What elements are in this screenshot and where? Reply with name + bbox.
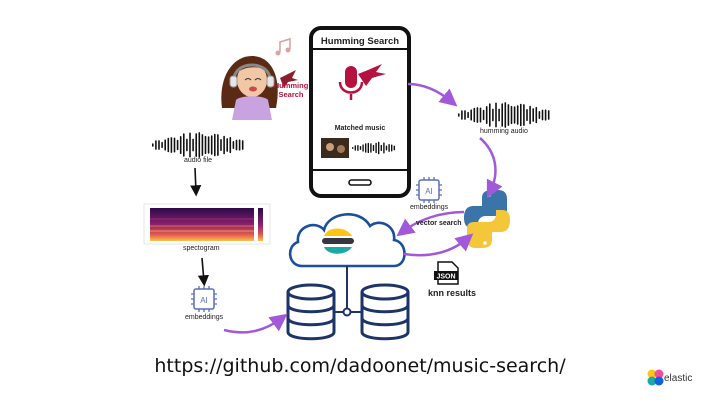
knn-results-label: knn results (428, 288, 477, 298)
ai-chip-label: AI (200, 296, 208, 305)
phone-title: Humming Search (320, 36, 400, 47)
elastic-logo-icon (322, 228, 354, 254)
arrow-cloud-to-python (403, 233, 474, 257)
matched-music-label: Matched music (334, 125, 386, 132)
humming-audio-label: humming audio (480, 128, 528, 135)
arrow-embeddings-to-database (223, 313, 288, 334)
database-icon (286, 283, 336, 341)
girl-with-headphones-icon (221, 56, 278, 120)
spectrogram-icon (143, 203, 271, 245)
ai-chip-icon: AI (191, 286, 217, 312)
python-logo-icon (464, 190, 510, 248)
cloud-db-connector (334, 266, 362, 317)
flow-arrows (190, 82, 503, 334)
elastic-logo-icon (647, 369, 664, 386)
album-thumbnail (321, 138, 349, 158)
embeddings-left-label: embeddings (185, 314, 224, 321)
humming-search-line1: Humming (273, 81, 309, 90)
arrow-spectogram-to-embeddings (197, 257, 210, 287)
waveform-icon (352, 141, 395, 155)
waveform-icon (458, 102, 550, 128)
ai-chip-icon: AI (416, 177, 442, 203)
elastic-brand-name: elastic (664, 373, 693, 384)
arrow-audio-file-to-spectogram (190, 167, 202, 197)
vector-search-label: vector search (416, 220, 462, 227)
waveform-icon (152, 132, 244, 158)
arrow-python-to-cloud (396, 210, 465, 237)
spectogram-label: spectogram (183, 245, 220, 252)
hummingbird-icon (358, 64, 386, 86)
arrow-humming-audio-to-python (479, 137, 503, 199)
audio-file-label: audio file (184, 157, 213, 164)
json-badge-label: JSON (436, 274, 455, 281)
embeddings-right-label: embeddings (410, 204, 449, 211)
database-icon (360, 283, 410, 341)
json-file-icon: JSON (434, 261, 459, 285)
music-note-icon (275, 37, 291, 56)
github-url-link[interactable]: https://github.com/dadoonet/music-search… (154, 355, 566, 377)
arrow-phone-to-humming-audio (407, 82, 458, 107)
humming-search-line2: Search (278, 90, 304, 99)
smartphone (309, 26, 411, 198)
ai-chip-label: AI (425, 187, 433, 196)
hummingbird-icon (280, 70, 298, 88)
microphone-icon (338, 66, 364, 100)
